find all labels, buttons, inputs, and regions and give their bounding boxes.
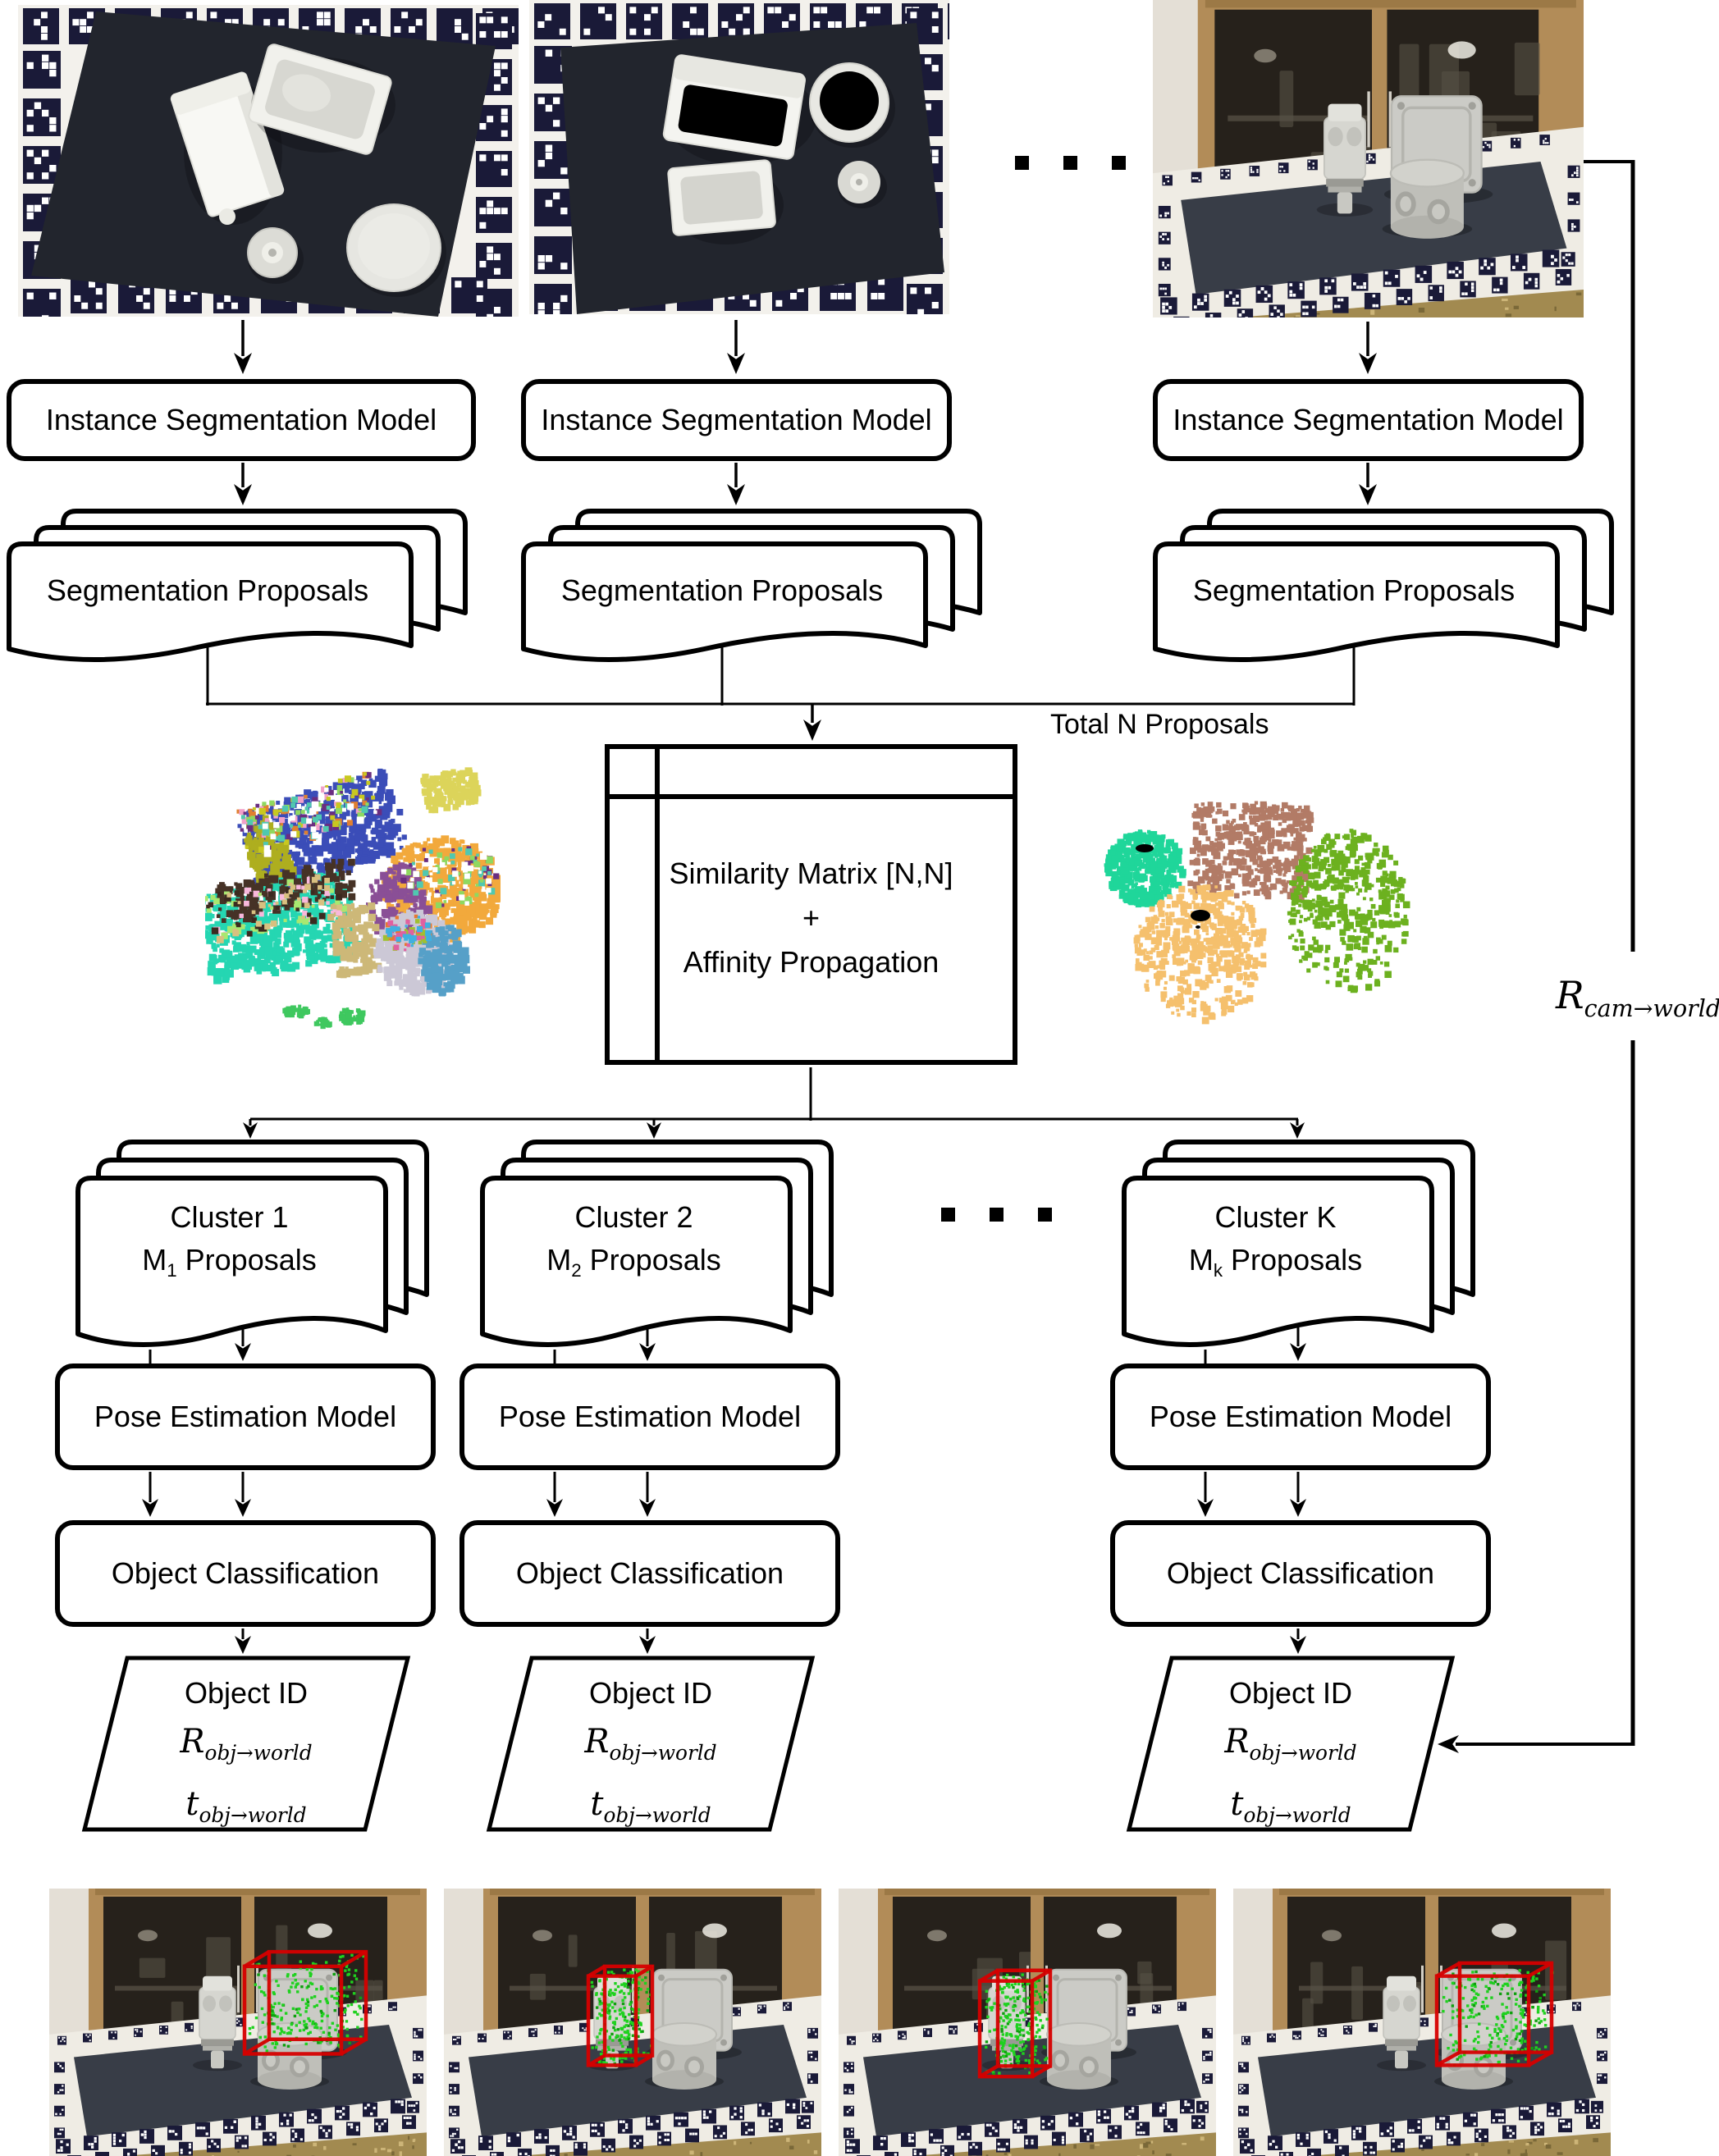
total-n-proposals-label: Total N Proposals: [1050, 709, 1269, 740]
object-classification-label: Object Classification: [515, 1556, 784, 1590]
cluster-1-stack: [75, 1140, 432, 1364]
object-classification-box-1: Object Classification: [55, 1520, 436, 1627]
segmentation-proposals-stack-1: [7, 509, 471, 679]
output-parallelogram-k: [1114, 1652, 1475, 1837]
instance-segmentation-label: Instance Segmentation Model: [541, 403, 932, 436]
object-classification-box-3: Object Classification: [1110, 1520, 1491, 1627]
similarity-matrix-box: Similarity Matrix [N,N] + Affinity Propa…: [605, 744, 1017, 1065]
object-classification-label: Object Classification: [1166, 1556, 1435, 1590]
cluster-k-stack: [1122, 1140, 1479, 1364]
result-photo-2: [444, 1889, 821, 2156]
pose-estimation-label: Pose Estimation Model: [94, 1400, 397, 1433]
pose-estimation-label: Pose Estimation Model: [1149, 1400, 1452, 1433]
ellipsis-icon: [924, 1208, 1069, 1222]
ellipsis-icon: [998, 156, 1143, 170]
pose-estimation-box-2: Pose Estimation Model: [459, 1363, 840, 1470]
instance-segmentation-box-1: Instance Segmentation Model: [7, 379, 476, 461]
object-classification-box-2: Object Classification: [459, 1520, 840, 1627]
output-values-2: Object ID Robj→world tobj→world: [584, 1676, 717, 1827]
instance-segmentation-box-2: Instance Segmentation Model: [521, 379, 952, 461]
matrix-header-col-line: [655, 749, 660, 1060]
cluster-k-label: Cluster K Mk Proposals: [1188, 1200, 1363, 1281]
segmentation-proposals-label: Segmentation Proposals: [1192, 573, 1516, 607]
matrix-header-row-line: [610, 794, 1013, 799]
pose-estimation-label: Pose Estimation Model: [498, 1400, 802, 1433]
result-photo-3: [839, 1889, 1216, 2156]
input-photo-topdown-2: [529, 0, 949, 314]
pose-estimation-box-1: Pose Estimation Model: [55, 1363, 436, 1470]
cluster-2-label: Cluster 2 M2 Proposals: [546, 1200, 721, 1281]
output-parallelogram-1: [70, 1652, 431, 1837]
instance-segmentation-box-3: Instance Segmentation Model: [1153, 379, 1584, 461]
result-photo-4: [1233, 1889, 1611, 2156]
input-photo-topdown-1: [18, 5, 519, 317]
output-values-1: Object ID Robj→world tobj→world: [180, 1676, 313, 1827]
output-parallelogram-2: [474, 1652, 835, 1837]
cluster-2-stack: [480, 1140, 837, 1364]
clustered-pointcloud: [1100, 788, 1411, 1025]
segmentation-proposals-stack-3: [1153, 509, 1617, 679]
segmentation-proposals-label: Segmentation Proposals: [560, 573, 884, 607]
r-cam-world-label: Rcam→world: [1556, 973, 1719, 1023]
noisy-proposal-pointcloud: [201, 763, 507, 1038]
similarity-matrix-label: Similarity Matrix [N,N] + Affinity Propa…: [669, 856, 953, 979]
instance-segmentation-label: Instance Segmentation Model: [45, 403, 437, 436]
object-classification-label: Object Classification: [111, 1556, 380, 1590]
segmentation-proposals-stack-2: [521, 509, 985, 679]
segmentation-proposals-label: Segmentation Proposals: [46, 573, 369, 607]
instance-segmentation-label: Instance Segmentation Model: [1173, 403, 1564, 436]
result-photo-1: [49, 1889, 427, 2156]
input-photo-scene: [1153, 0, 1584, 317]
output-values-k: Object ID Robj→world tobj→world: [1224, 1676, 1357, 1827]
cluster-1-label: Cluster 1 M1 Proposals: [142, 1200, 317, 1281]
pose-estimation-box-3: Pose Estimation Model: [1110, 1363, 1491, 1470]
